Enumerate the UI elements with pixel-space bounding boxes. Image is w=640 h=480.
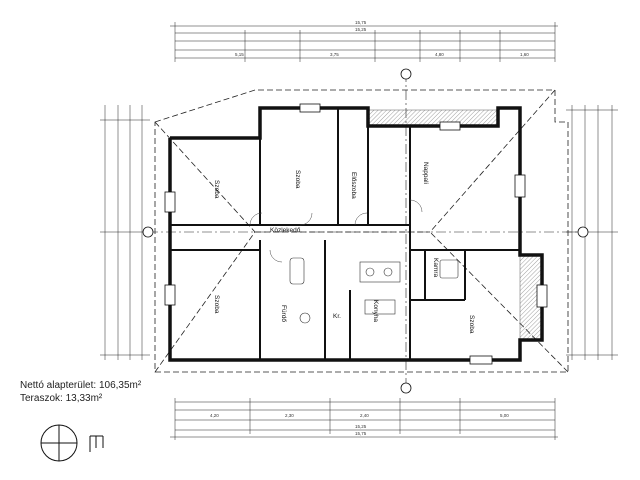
bottom-seg-4: 5,00 <box>500 413 509 418</box>
room-label-konyha: Konyha <box>372 300 379 322</box>
windows <box>164 103 548 365</box>
room-label-kozlekedo: Közlekedő <box>270 227 301 234</box>
net-floor-area: Nettó alapterület: 106,35m² <box>20 380 141 391</box>
interior-walls <box>170 108 520 360</box>
room-label-eloszoba: Előszoba <box>350 172 357 199</box>
axis-markers <box>142 68 589 394</box>
left-dimension-lines <box>100 105 150 360</box>
net-area-label: Nettó alapterület: <box>20 380 97 391</box>
room-label-szoba-sw: Szoba <box>213 295 220 314</box>
room-label-furdo: Fürdő <box>280 305 287 322</box>
terrace-area-value: 13,33m² <box>65 393 103 404</box>
top-dimension-lines <box>170 22 558 62</box>
door-swings <box>249 199 423 263</box>
fixtures <box>289 257 459 324</box>
top-seg-2: 3,75 <box>330 52 339 57</box>
top-overall-dim: 15,25 <box>355 27 367 32</box>
net-area-value: 106,35m² <box>98 380 142 391</box>
bottom-seg-1: 4,20 <box>210 413 219 418</box>
bottom-overall-dim: 15,25 <box>355 424 367 429</box>
bottom-seg-2: 2,30 <box>285 413 294 418</box>
room-label-kamra: Kamra <box>432 258 439 278</box>
room-label-kr: Kr. <box>333 313 341 320</box>
room-label-szoba-nw: Szoba <box>213 180 220 199</box>
bottom-total-dim: 15,75 <box>355 431 367 436</box>
terrace-area-label: Teraszok: <box>20 393 63 404</box>
roof-outline <box>154 89 569 373</box>
terrace-top <box>367 109 499 127</box>
top-seg-4: 1,60 <box>520 52 529 57</box>
bottom-dimension-lines <box>170 398 558 440</box>
top-seg-1: 5,15 <box>235 52 244 57</box>
terrace-area: Teraszok: 13,33m² <box>20 393 102 404</box>
axis-lines <box>148 72 583 388</box>
room-label-nappali: Nappali <box>422 162 429 184</box>
top-total-dim: 15,75 <box>355 20 367 25</box>
room-label-szoba-center: Szoba <box>294 170 301 189</box>
bottom-seg-3: 2,40 <box>360 413 369 418</box>
section-symbol <box>40 424 104 462</box>
right-dimension-lines <box>566 105 618 360</box>
exterior-walls <box>168 106 544 362</box>
room-label-szoba-se: Szoba <box>468 315 475 334</box>
top-seg-3: 4,80 <box>435 52 444 57</box>
